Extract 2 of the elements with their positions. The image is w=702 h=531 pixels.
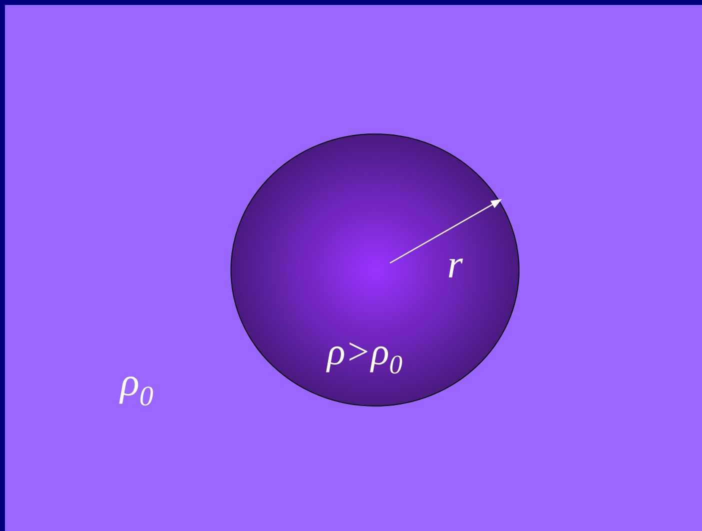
density-label: ρ$_{0}$ [119,376,153,406]
radius-label: r [448,258,463,278]
